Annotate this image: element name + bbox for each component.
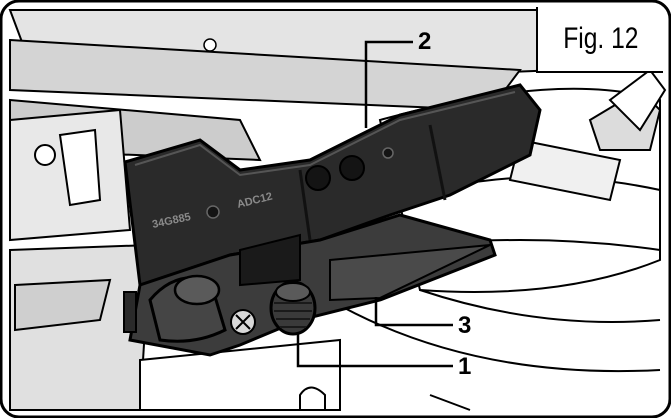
callout-label-2: 2 [418,28,431,55]
adjustment-knob [269,280,317,336]
figure-label: Fig. 12 [562,22,639,55]
callout-label-1: 1 [458,353,471,380]
depth-stop-bracket [123,83,542,357]
leader-line-1 [296,332,453,368]
saw-base [9,243,471,411]
figure-label-box: Fig. 12 [536,7,663,73]
leader-line-3 [374,297,453,327]
leader-line-2 [364,40,413,128]
callout-label-3: 3 [458,312,471,339]
callout-leaders [296,40,453,368]
